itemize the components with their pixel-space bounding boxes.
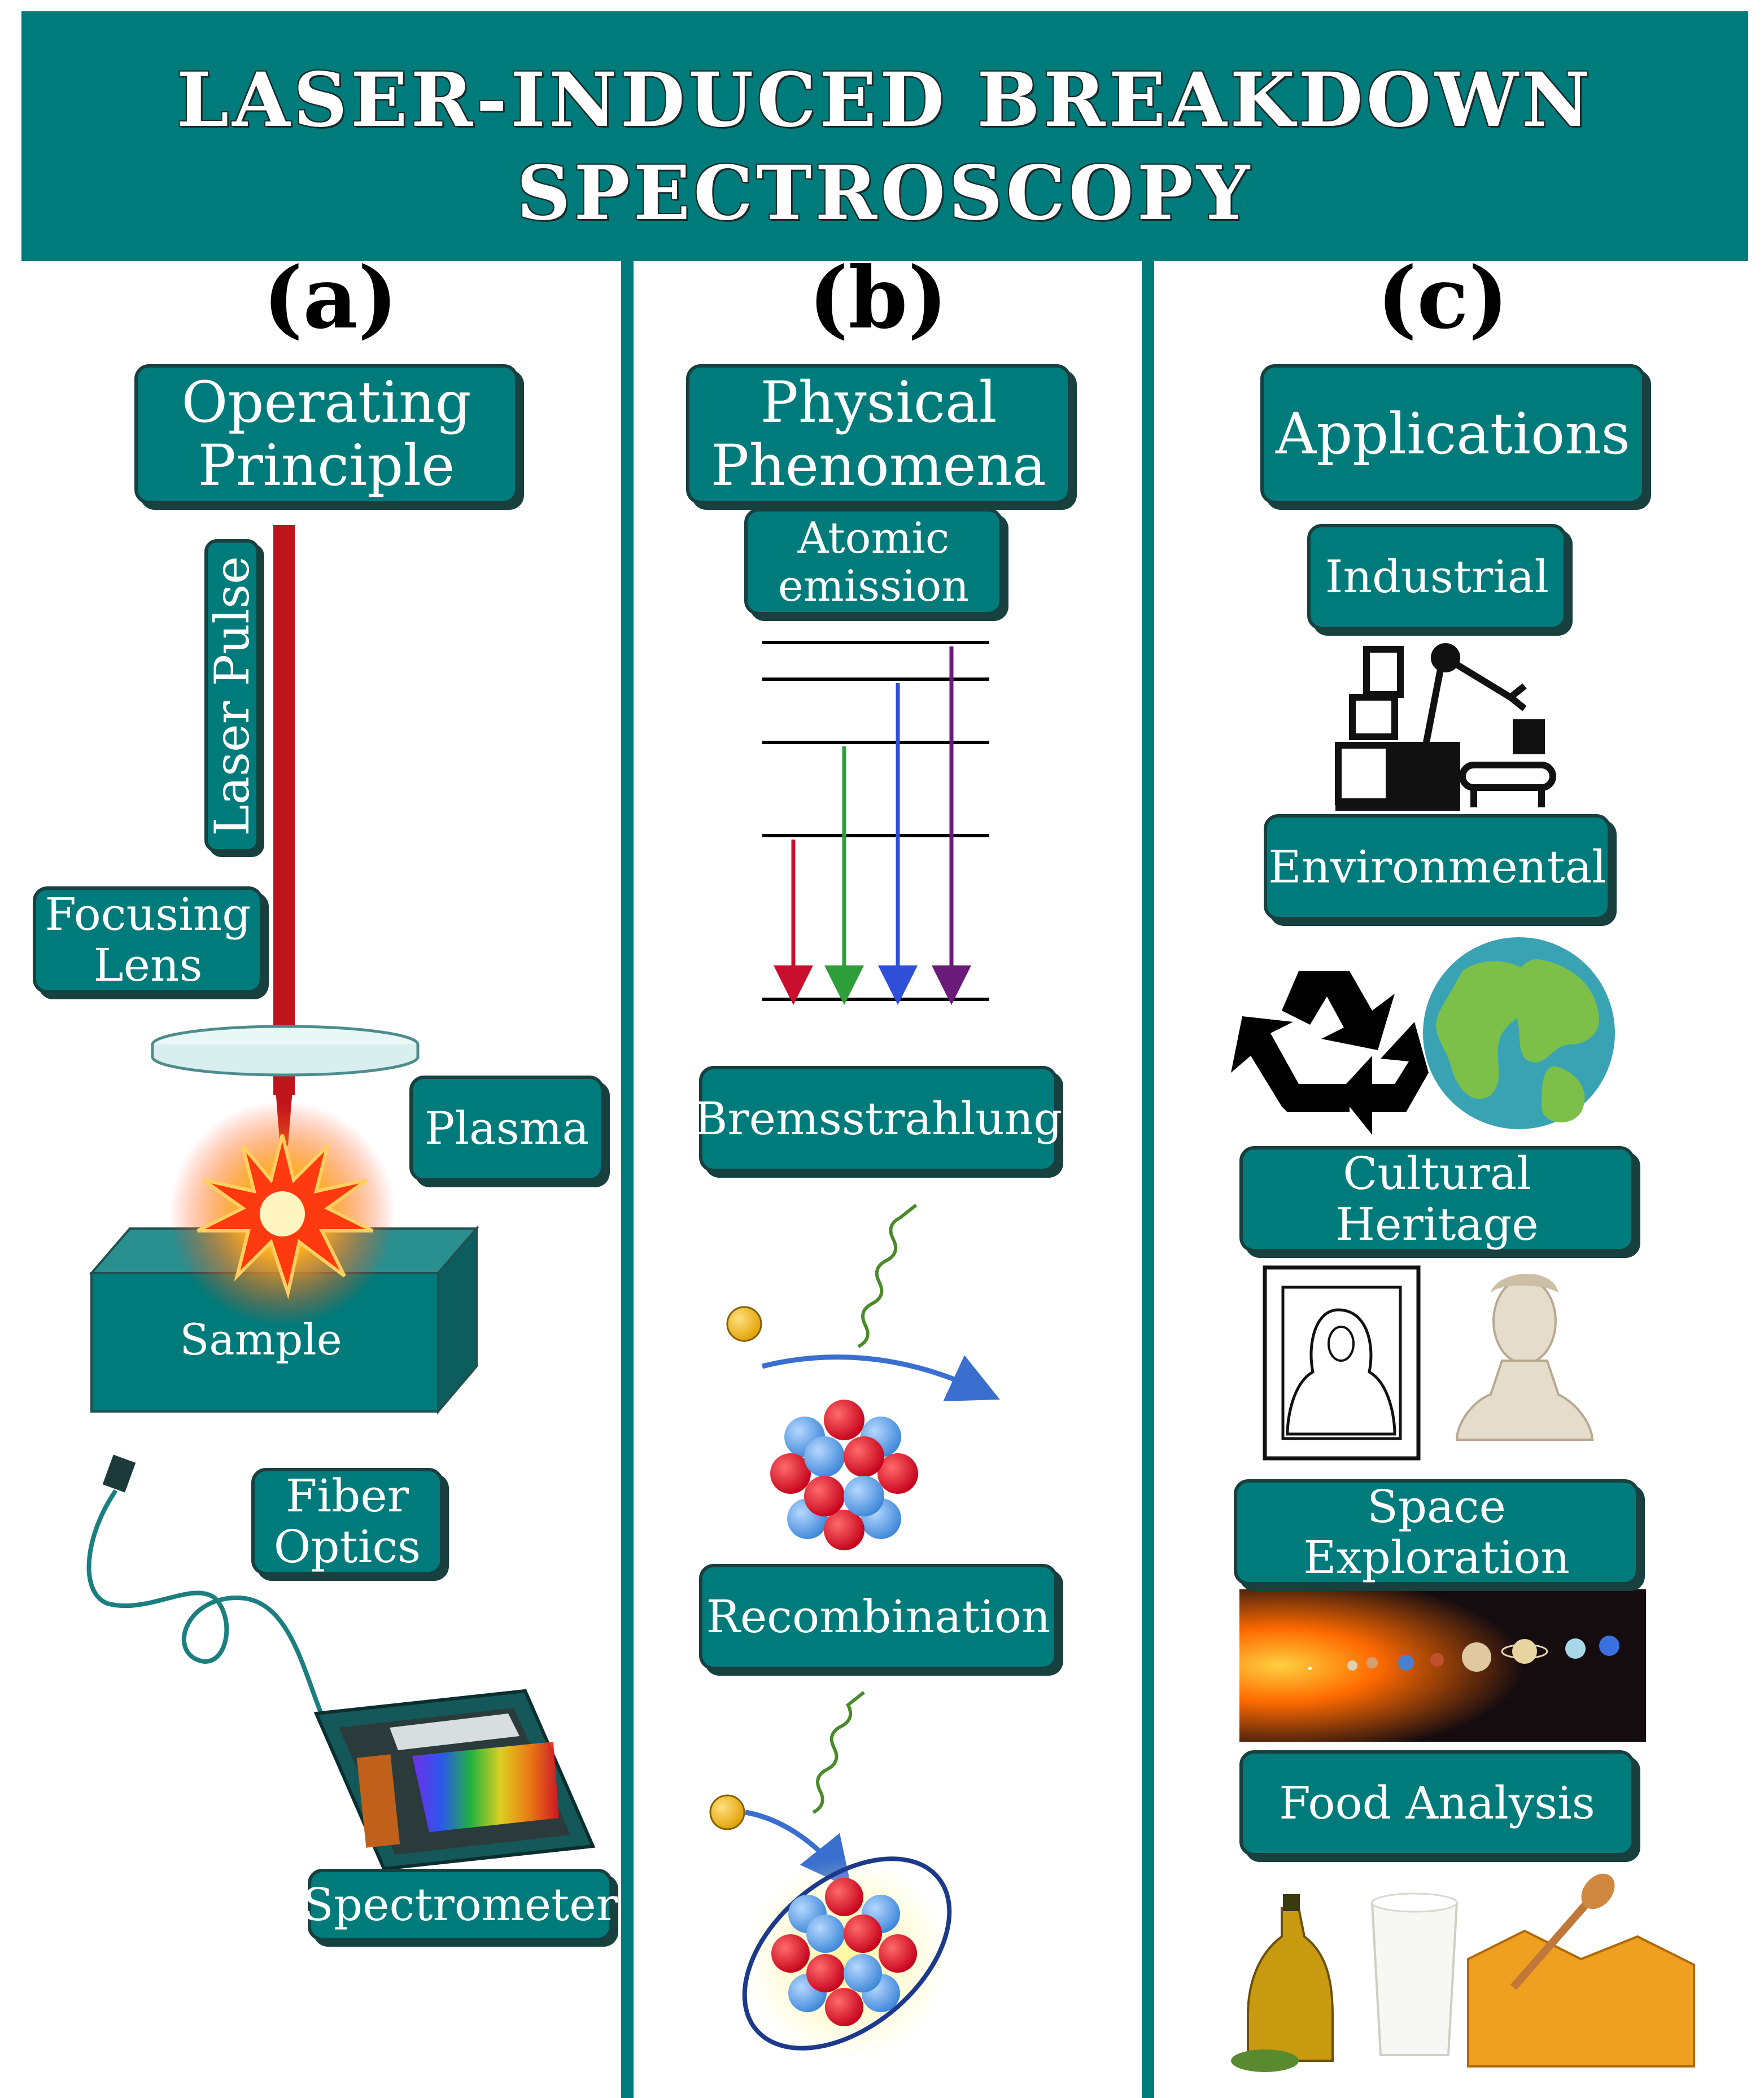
title-line-2: SPECTROSCOPY	[516, 150, 1254, 237]
title-line-1: LASER-INDUCED BREAKDOWN	[176, 56, 1593, 144]
fiber-connector	[102, 1454, 136, 1493]
plasma-box: Plasma	[409, 1076, 604, 1182]
applications-label: Applications	[1276, 401, 1630, 467]
plasma-core	[260, 1191, 305, 1236]
focusing-lens-line-1: Focusing	[45, 888, 251, 941]
electron-2	[709, 1794, 745, 1830]
cultural-heritage-label: Cultural Heritage	[1335, 1147, 1539, 1251]
space-exploration-box: Space Exploration	[1234, 1479, 1639, 1585]
fiber-cable	[86, 1489, 330, 1729]
divider-left	[621, 261, 634, 2098]
cultural-heritage-box: Cultural Heritage	[1239, 1146, 1635, 1252]
statue-icon	[1455, 1274, 1594, 1441]
panel-label-b: (b)	[808, 248, 948, 348]
spectrometer-device	[313, 1689, 596, 1871]
atomic-emission-line-2: emission	[778, 561, 970, 611]
recombination-label: Recombination	[706, 1590, 1051, 1644]
operating-principle-line-1: Operating	[181, 369, 471, 435]
bremsstrahlung-label: Bremsstrahlung	[694, 1092, 1063, 1146]
recycle-icon	[1231, 971, 1429, 1135]
lens-edge	[151, 1044, 420, 1077]
photon-wave-1	[857, 1204, 918, 1348]
electron-path-2	[745, 1809, 852, 1889]
laser-pulse-box: Laser Pulse	[204, 539, 260, 853]
globe-icon	[1423, 937, 1615, 1129]
fiber-optics-line-1: Fiber	[286, 1470, 409, 1523]
laser-pulse-label: Laser Pulse	[204, 556, 260, 836]
applications-box: Applications	[1260, 364, 1645, 504]
energy-levels	[762, 641, 989, 1001]
focusing-lens-box: Focusing Lens	[33, 886, 263, 994]
operating-principle-box: Operating Principle	[134, 364, 518, 504]
spectrometer-label: Spectrometer	[303, 1878, 618, 1931]
physical-phenomena-line-1: Physical	[760, 369, 997, 435]
space-exploration-label: Space Exploration	[1303, 1480, 1570, 1584]
laser-beam	[273, 525, 295, 1095]
physical-phenomena-box: Physical Phenomena	[686, 364, 1071, 504]
industrial-box: Industrial	[1307, 524, 1567, 630]
mona-lisa-icon	[1263, 1265, 1421, 1461]
spectrometer-box: Spectrometer	[303, 1869, 618, 1941]
title-banner: LASER-INDUCED BREAKDOWN SPECTROSCOPY	[21, 11, 1748, 261]
environmental-box: Environmental	[1264, 814, 1611, 920]
photon-wave-2	[812, 1691, 865, 1814]
environmental-label: Environmental	[1268, 841, 1606, 894]
industrial-label: Industrial	[1325, 550, 1549, 604]
nucleus-1	[770, 1400, 918, 1550]
focusing-lens-line-2: Lens	[93, 939, 203, 991]
sample-label: Sample	[180, 1314, 342, 1365]
bremsstrahlung-box: Bremsstrahlung	[695, 1066, 1062, 1172]
nucleus-2	[771, 1878, 917, 2026]
food-analysis-label: Food Analysis	[1279, 1777, 1595, 1830]
electron-1	[726, 1306, 762, 1342]
atomic-emission-line-1: Atomic	[797, 512, 950, 563]
fiber-optics-box: Fiber Optics	[251, 1468, 443, 1575]
atomic-emission-box: Atomic emission	[744, 508, 1003, 615]
panel-label-c: (c)	[1377, 248, 1509, 348]
operating-principle-line-2: Principle	[198, 432, 455, 499]
electron-path-1	[761, 1354, 1000, 1402]
solar-system-icon	[1239, 1589, 1646, 1742]
plasma-label: Plasma	[424, 1102, 590, 1155]
food-analysis-box: Food Analysis	[1239, 1750, 1635, 1856]
recombination-box: Recombination	[699, 1564, 1058, 1670]
physical-phenomena-line-2: Phenomena	[711, 432, 1046, 499]
divider-right	[1142, 261, 1154, 2098]
fiber-optics-line-2: Optics	[273, 1520, 421, 1573]
industrial-robot-icon	[1335, 643, 1556, 811]
panel-label-a: (a)	[263, 248, 398, 348]
food-icons	[1231, 1873, 1695, 2072]
